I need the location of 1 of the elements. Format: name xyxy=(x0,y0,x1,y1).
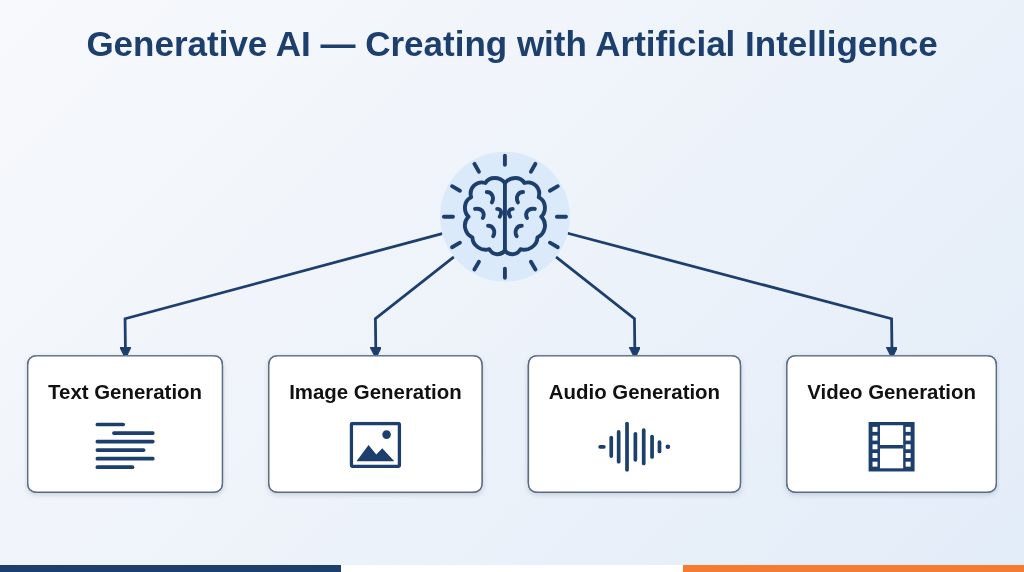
title: Generative AI — Creating with Artificial Intelligence xyxy=(85,24,939,64)
